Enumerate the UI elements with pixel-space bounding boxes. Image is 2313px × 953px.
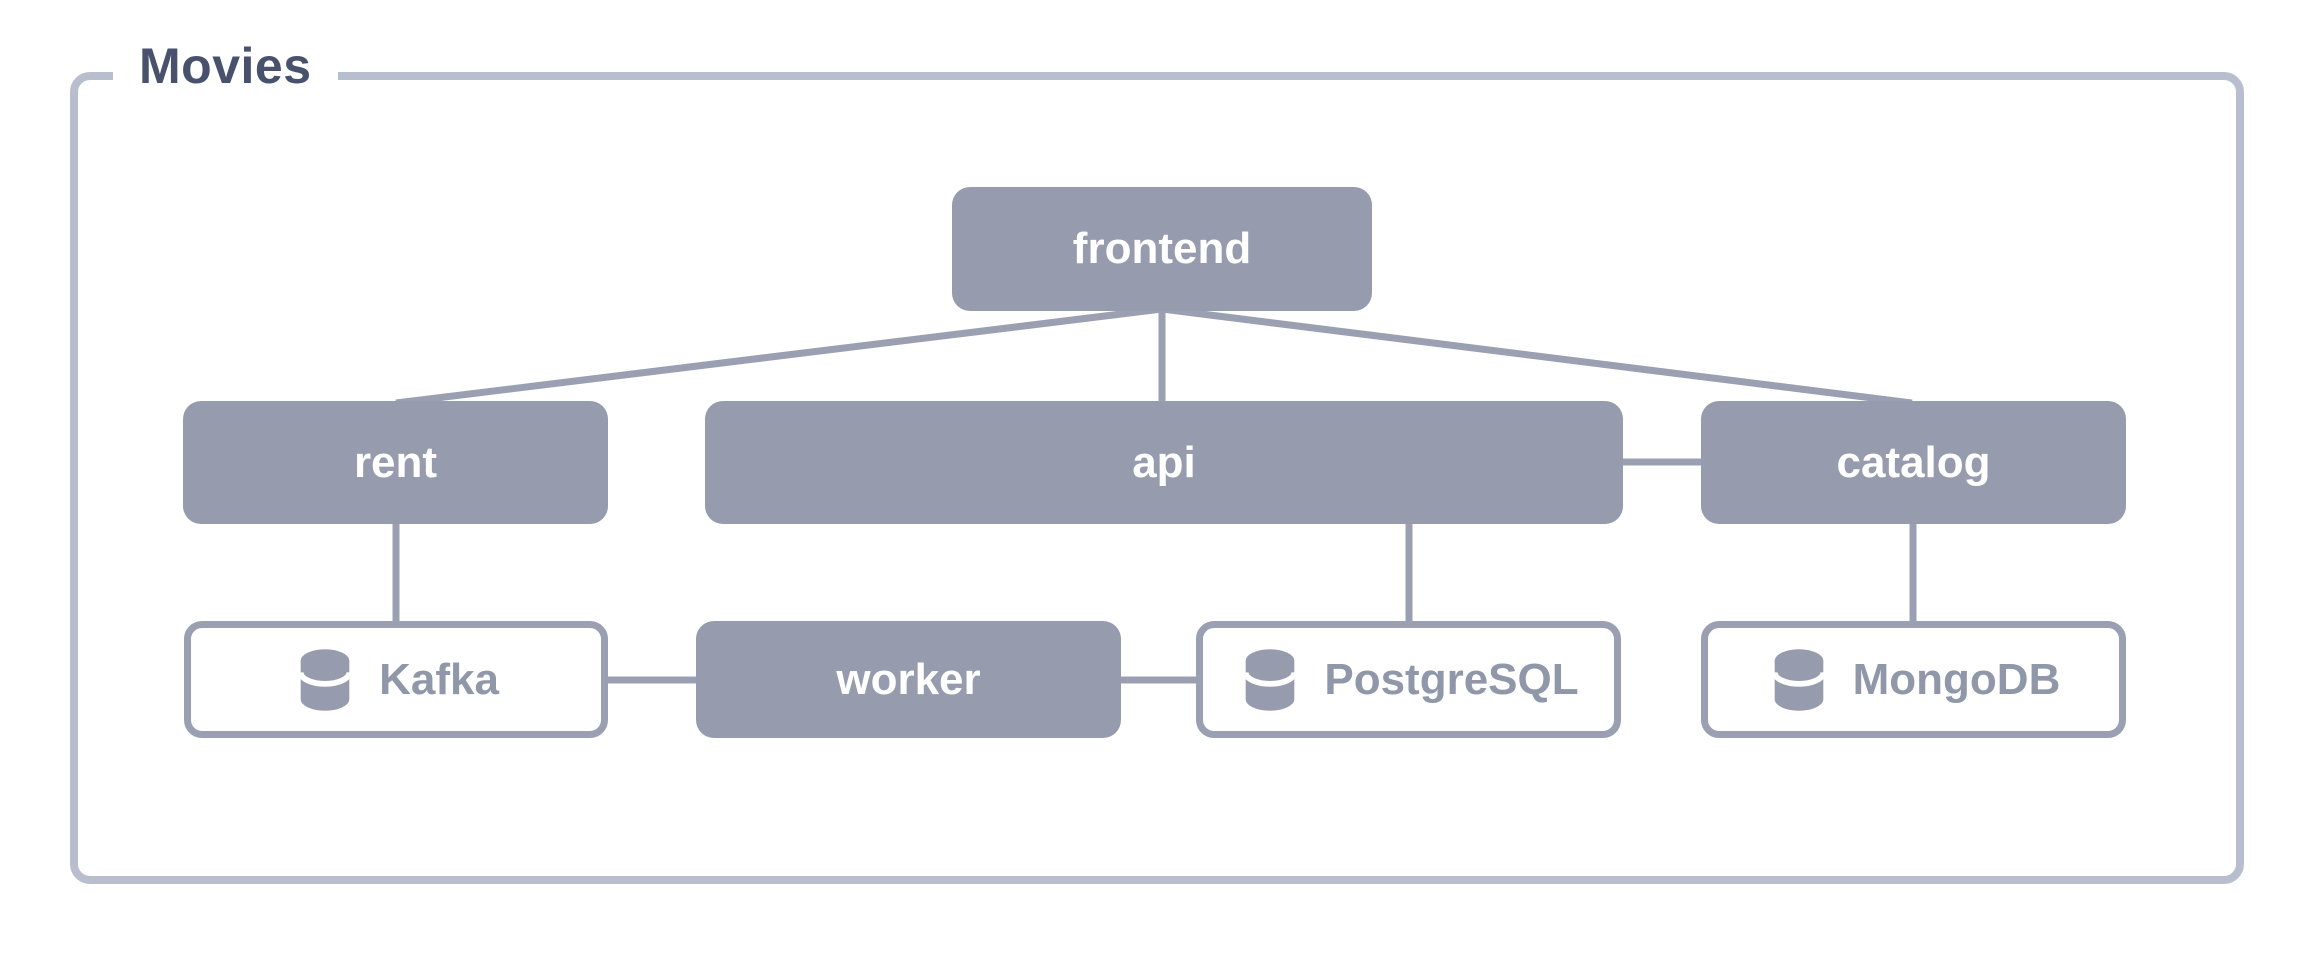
node-catalog: catalog [1701,401,2126,524]
node-worker: worker [696,621,1121,738]
node-mongodb-label: MongoDB [1852,654,2061,704]
edge-frontend-catalog [1161,305,1913,407]
node-api: api [705,401,1623,524]
node-rent: rent [183,401,608,524]
node-frontend-label: frontend [1072,224,1252,273]
node-catalog-label: catalog [1836,437,1991,487]
subgraph-title: Movies [113,38,338,94]
node-kafka-label: Kafka [379,654,499,704]
node-frontend: frontend [952,187,1372,311]
database-icon [1238,646,1302,714]
database-icon [1767,646,1831,714]
database-icon [293,646,357,714]
node-api-label: api [1132,437,1196,487]
node-mongodb: MongoDB [1701,621,2126,738]
node-rent-label: rent [353,437,438,487]
node-postgresql-label: PostgreSQL [1324,654,1579,704]
node-postgresql: PostgreSQL [1196,621,1621,738]
node-worker-label: worker [836,654,981,704]
edge-frontend-rent [395,305,1163,407]
node-kafka: Kafka [184,621,608,738]
movies-subgraph-frame [70,72,2244,884]
